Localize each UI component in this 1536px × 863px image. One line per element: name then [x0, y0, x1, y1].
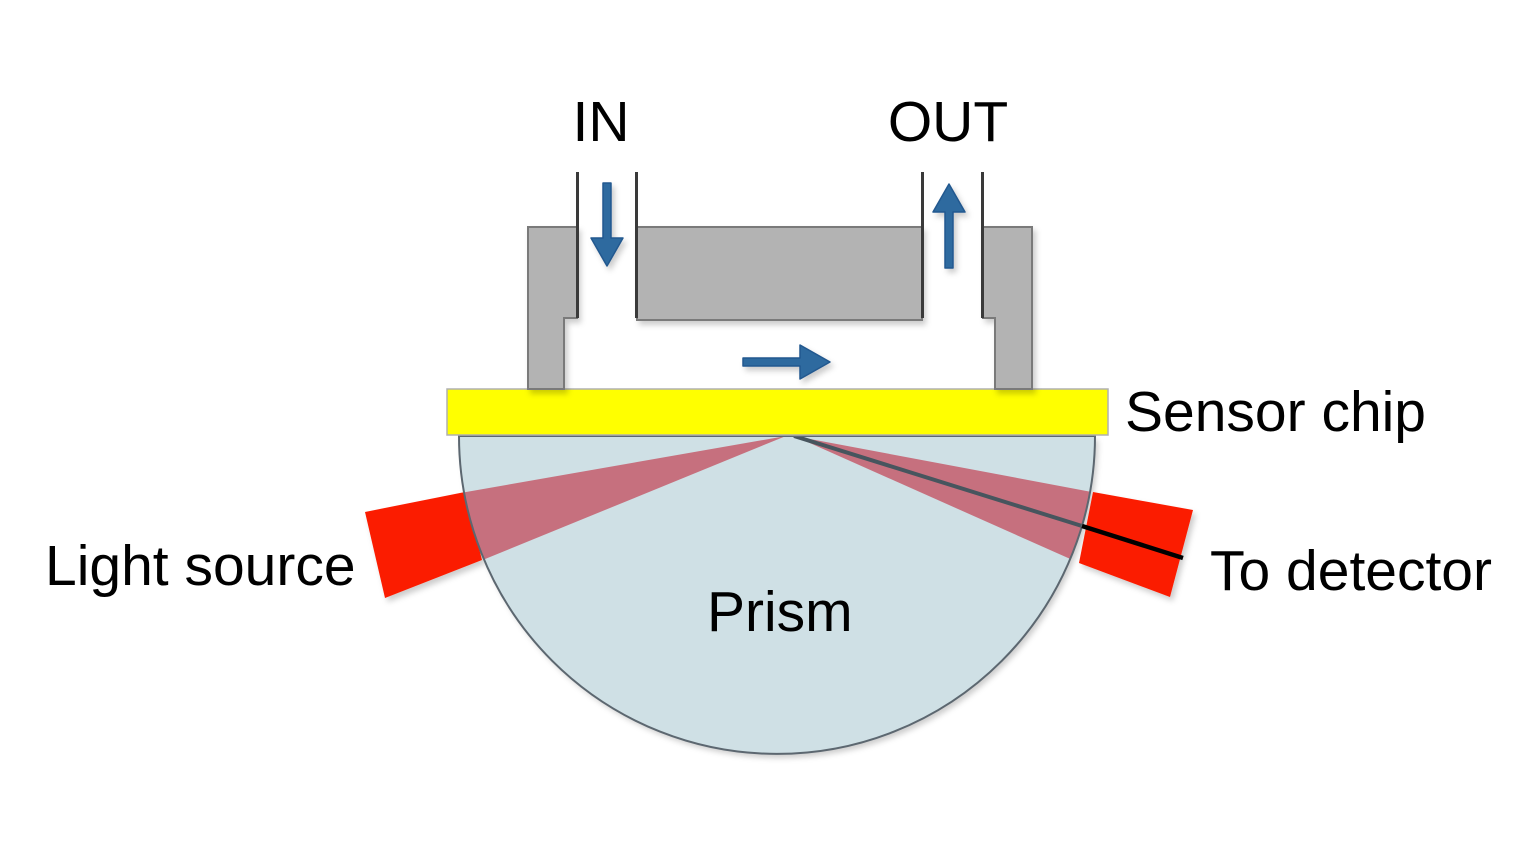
light-source-beam: [365, 492, 482, 598]
prism-outline: [457, 435, 1097, 755]
reflected-beam-in-prism: [794, 436, 1095, 578]
flow-cell-right-wall: [982, 226, 1033, 390]
reflected-ray-line-in-prism: [793, 436, 1083, 528]
sensor-chip-label: Sensor chip: [1125, 380, 1426, 444]
flow-direction-arrow-icon: [742, 344, 831, 380]
light-source-label: Light source: [45, 534, 356, 598]
prism-body: [459, 436, 1095, 754]
tubes: [576, 172, 984, 318]
to-detector-label: To detector: [1210, 539, 1492, 603]
flow-out-arrow-icon: [932, 183, 966, 269]
flow-cell: [527, 226, 1033, 390]
in-label: IN: [573, 90, 630, 154]
flow-cell-left-wall: [527, 226, 578, 390]
flow-in-arrow-icon: [590, 182, 624, 267]
reflected-ray-line: [1081, 523, 1184, 561]
incident-beam-in-prism: [459, 436, 786, 575]
flow-cell-center-block: [636, 226, 923, 321]
out-label: OUT: [888, 90, 1008, 154]
sensor-chip-bar: [446, 388, 1109, 436]
prism-label: Prism: [707, 580, 853, 644]
